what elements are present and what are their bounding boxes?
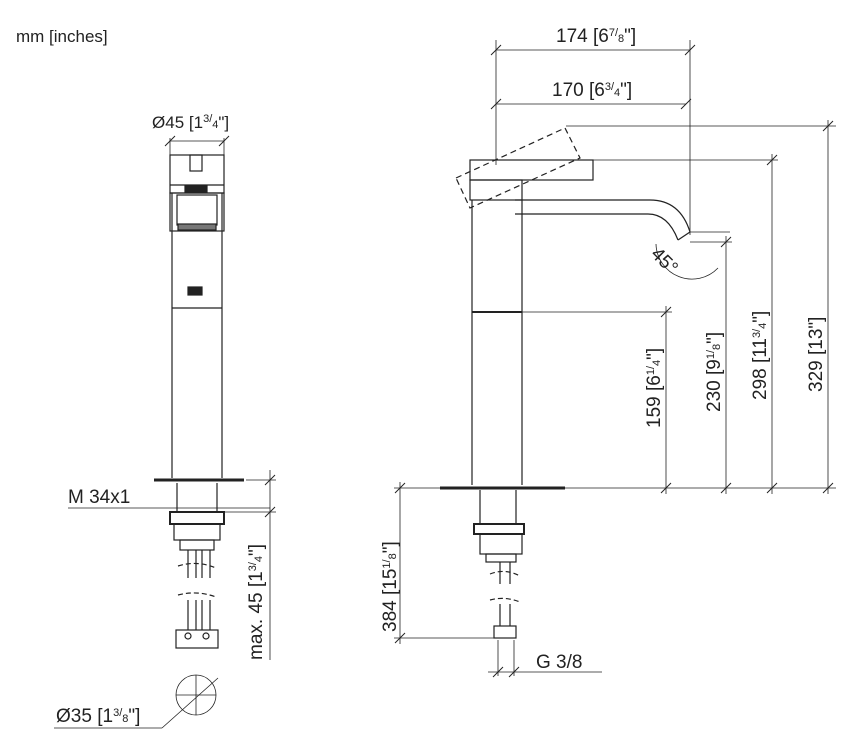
bracket-close: "] bbox=[380, 541, 401, 553]
reach-overall-in-whole: 6 bbox=[598, 26, 609, 47]
bracket-open: [ bbox=[584, 80, 595, 101]
bracket-open: [ bbox=[588, 26, 599, 47]
reach-overall-label: 174 [67/8"] bbox=[556, 26, 636, 47]
h-below-in-den: 8 bbox=[387, 553, 399, 559]
frac-slash: / bbox=[645, 365, 657, 369]
h-outlet-label: 230 [91/8"] bbox=[704, 332, 725, 412]
frac-slash: / bbox=[247, 561, 259, 565]
bracket-open: [ bbox=[750, 357, 771, 368]
frac-slash: / bbox=[611, 81, 615, 93]
dimension-ticks bbox=[164, 44, 834, 678]
bracket-open: [ bbox=[704, 369, 725, 380]
bracket-open: [ bbox=[246, 581, 267, 592]
reach-spout-in-num: 3 bbox=[605, 81, 611, 93]
hole-diameter-in-whole: 1 bbox=[102, 706, 113, 727]
h-body-label: 159 [61/4"] bbox=[644, 348, 665, 428]
front-diameter-label: Ø45 [13/4"] bbox=[152, 113, 229, 132]
spout-angle-label: 45° bbox=[646, 244, 681, 279]
bracket-open: [ bbox=[380, 589, 401, 600]
h-outlet-in-whole: 9 bbox=[704, 359, 725, 370]
reach-spout-mm: 170 bbox=[552, 80, 584, 101]
h-outlet-group: 230 [91/8"] bbox=[704, 332, 725, 412]
hole-diameter-in-den: 8 bbox=[122, 713, 128, 725]
bracket-open: [ bbox=[92, 706, 103, 727]
h-top-group: 298 [113/4"] bbox=[750, 311, 771, 400]
h-below-mm: 384 bbox=[380, 600, 401, 632]
max-thread-prefix: max. bbox=[246, 619, 267, 660]
h-below-group: 384 [151/8"] bbox=[380, 541, 401, 632]
reach-overall-in-den: 8 bbox=[618, 33, 624, 45]
h-top-in-den: 4 bbox=[757, 323, 769, 329]
h-body-mm: 159 bbox=[644, 396, 665, 428]
side-dimension-lines bbox=[394, 40, 836, 676]
h-top-in-num: 3 bbox=[751, 332, 763, 338]
bracket-close: "] bbox=[750, 311, 771, 323]
reach-overall-mm: 174 bbox=[556, 26, 588, 47]
bracket-close: "] bbox=[620, 80, 632, 101]
h-lever-in-whole: 13 bbox=[806, 329, 827, 350]
side-view bbox=[440, 127, 691, 639]
frac-slash: / bbox=[381, 558, 393, 562]
hole-diameter-label: Ø35 [13/8"] bbox=[56, 706, 140, 727]
connection-label: G 3/8 bbox=[536, 652, 582, 673]
front-diameter-in-whole: 1 bbox=[194, 113, 203, 132]
max-thread-label: max. 45 [13/4"] bbox=[246, 544, 267, 660]
h-body-in-whole: 6 bbox=[644, 375, 665, 386]
h-lever-mm: 329 bbox=[806, 360, 827, 392]
front-dimension-lines bbox=[54, 138, 276, 729]
front-diameter-mm: 45 bbox=[165, 113, 184, 132]
max-thread-in-num: 3 bbox=[247, 565, 259, 571]
thread-label: M 34x1 bbox=[68, 487, 130, 508]
front-diameter-in-den: 4 bbox=[212, 119, 218, 131]
h-outlet-in-den: 8 bbox=[711, 344, 723, 350]
h-below-in-whole: 15 bbox=[380, 569, 401, 590]
frac-slash: / bbox=[705, 349, 717, 353]
bracket-close: "] bbox=[624, 26, 636, 47]
max-thread-in-whole: 1 bbox=[246, 571, 267, 582]
bracket-close: "] bbox=[704, 332, 725, 344]
h-top-label: 298 [113/4"] bbox=[750, 311, 771, 400]
h-outlet-in-num: 1 bbox=[705, 353, 717, 359]
h-below-label: 384 [151/8"] bbox=[380, 541, 401, 632]
bracket-open: [ bbox=[184, 113, 194, 132]
h-body-group: 159 [61/4"] bbox=[644, 348, 665, 428]
frac-slash: / bbox=[209, 113, 213, 125]
hole-diameter-mm: 35 bbox=[71, 706, 92, 727]
reach-spout-in-whole: 6 bbox=[594, 80, 605, 101]
diameter-symbol: Ø bbox=[56, 706, 71, 727]
bracket-open: [ bbox=[806, 349, 827, 360]
max-thread-label-group: max. 45 [13/4"] bbox=[246, 544, 267, 660]
max-thread-mm: 45 bbox=[246, 592, 267, 613]
frac-slash: / bbox=[615, 27, 619, 39]
bracket-close: "] bbox=[806, 317, 827, 329]
reach-overall-in-num: 7 bbox=[609, 27, 615, 39]
bracket-close: "] bbox=[246, 544, 267, 556]
h-below-in-num: 1 bbox=[381, 562, 393, 568]
bracket-close: "] bbox=[218, 113, 229, 132]
max-thread-in-den: 4 bbox=[253, 556, 265, 562]
h-outlet-mm: 230 bbox=[704, 380, 725, 412]
diameter-symbol: Ø bbox=[152, 113, 165, 132]
frac-slash: / bbox=[119, 707, 123, 719]
reach-spout-label: 170 [63/4"] bbox=[552, 80, 632, 101]
h-body-in-den: 4 bbox=[651, 360, 663, 366]
reach-spout-in-den: 4 bbox=[614, 87, 620, 99]
bracket-open: [ bbox=[644, 385, 665, 396]
spout-angle-group: 45° bbox=[646, 244, 681, 279]
h-lever-label: 329 [13"] bbox=[806, 317, 827, 392]
h-top-in-whole: 11 bbox=[750, 338, 771, 358]
h-top-mm: 298 bbox=[750, 368, 771, 400]
h-body-in-num: 1 bbox=[645, 369, 657, 375]
hole-diameter-in-num: 3 bbox=[113, 707, 119, 719]
frac-slash: / bbox=[751, 328, 763, 332]
units-note: mm [inches] bbox=[16, 27, 108, 46]
front-view bbox=[154, 154, 244, 649]
bracket-close: "] bbox=[644, 348, 665, 360]
bracket-close: "] bbox=[128, 706, 140, 727]
front-diameter-in-num: 3 bbox=[203, 113, 209, 125]
h-lever-group: 329 [13"] bbox=[806, 317, 827, 392]
